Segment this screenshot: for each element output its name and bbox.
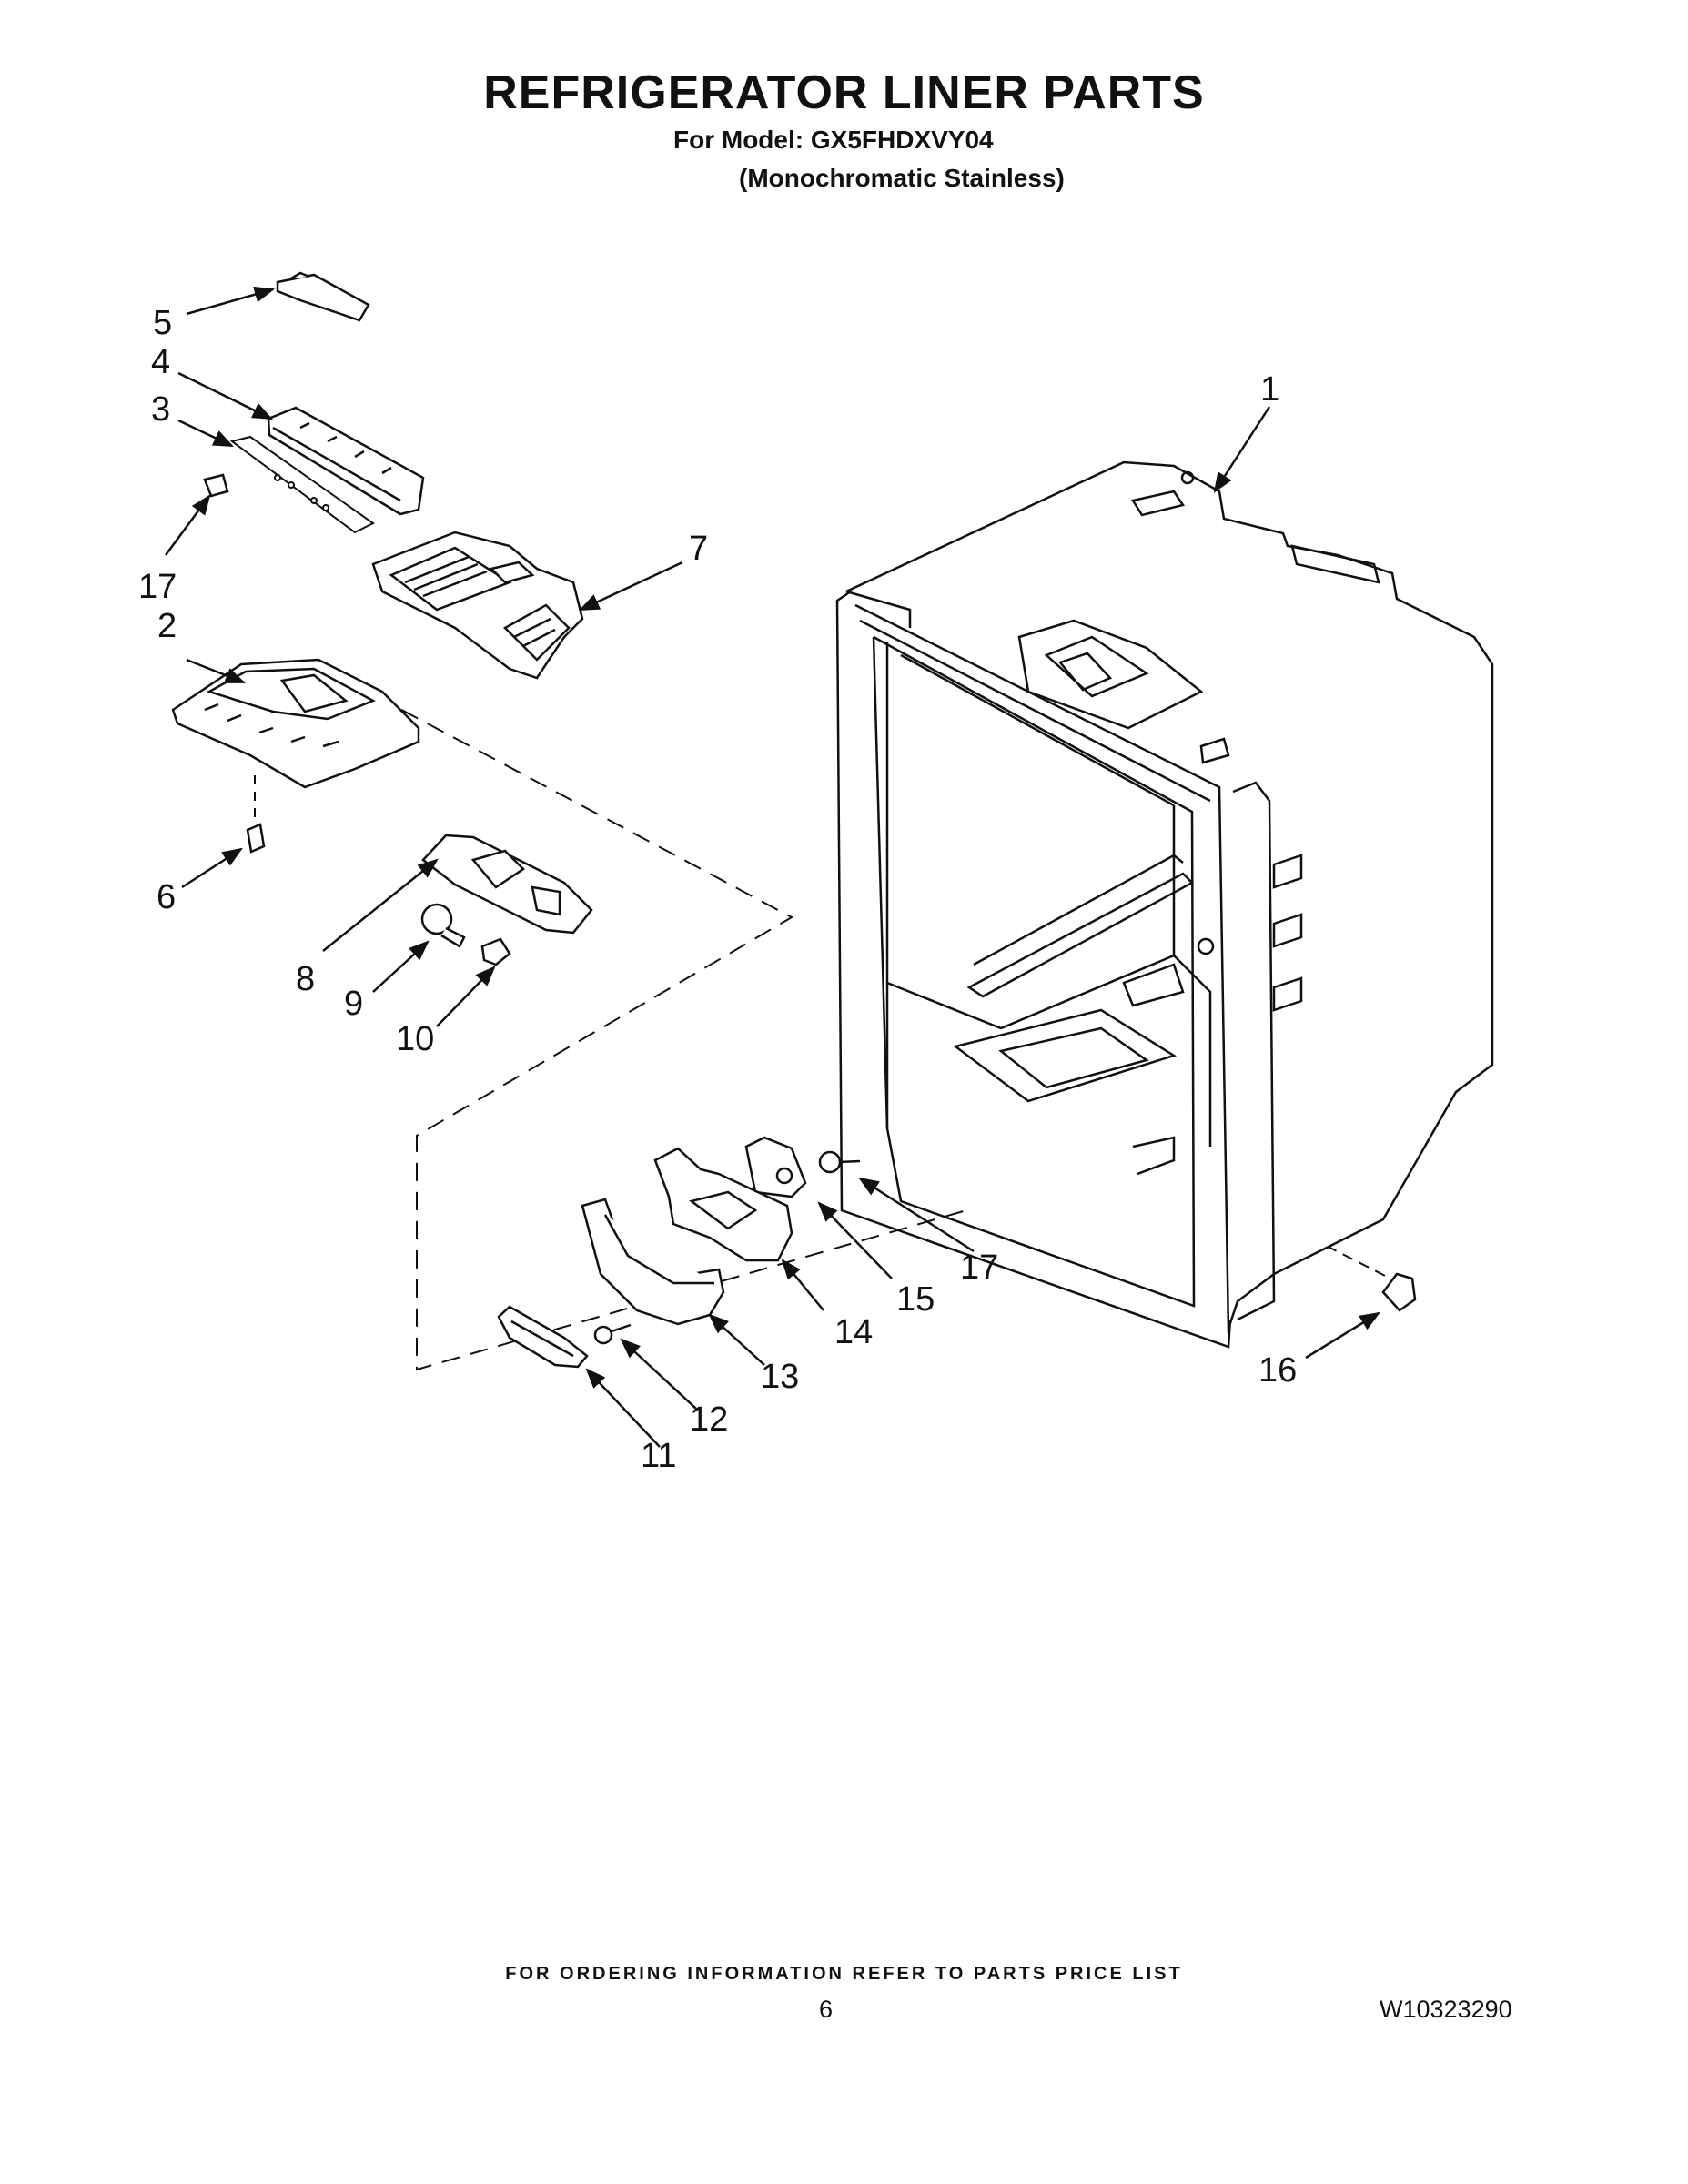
model-line: For Model: GX5FHDXVY04 [673,126,994,154]
part-7 [371,531,584,680]
part-4 [267,406,425,516]
dashed-line-16 [1309,1237,1391,1279]
callout-17-lower: 17 [960,1249,998,1287]
callout-4: 4 [151,343,170,381]
callout-6: 6 [157,878,176,916]
page-title: REFRIGERATOR LINER PARTS [483,66,1205,119]
ordering-note: FOR ORDERING INFORMATION REFER TO PARTS … [505,1964,1183,1984]
callout-2: 2 [157,607,177,645]
callout-17-top: 17 [138,568,177,606]
part-10 [480,937,511,966]
part-13 [581,1198,725,1326]
part-8 [421,834,593,935]
callout-9: 9 [344,985,363,1023]
callout-12: 12 [690,1400,728,1439]
callout-15: 15 [896,1280,935,1319]
part-5 [276,271,370,322]
document-number: W10323290 [1380,1996,1512,2023]
screw-17-lower [818,1150,861,1174]
part-2 [171,658,420,789]
callout-7: 7 [689,530,708,568]
callout-11: 11 [641,1437,676,1475]
part-15 [744,1136,807,1198]
screw-17-top [203,473,229,498]
callout-8: 8 [296,960,315,998]
liner-part-1 [835,460,1494,1349]
part-12 [593,1323,632,1345]
part-3 [229,435,375,534]
part-9 [420,903,466,948]
part-11 [497,1305,589,1369]
callout-3: 3 [151,390,170,429]
callout-13: 13 [761,1358,799,1396]
assembly-dashed-outline [349,682,967,1371]
part-6 [246,823,266,854]
callout-1: 1 [1260,370,1279,409]
callout-5: 5 [153,304,172,342]
callout-10: 10 [396,1020,434,1058]
callout-16: 16 [1258,1351,1297,1390]
page-number: 6 [819,1996,834,2023]
part-14 [653,1147,793,1262]
callout-14: 14 [834,1313,873,1351]
variant-line: (Monochromatic Stainless) [739,164,1065,192]
part-16 [1381,1272,1417,1312]
leader-lines [164,286,1380,1448]
